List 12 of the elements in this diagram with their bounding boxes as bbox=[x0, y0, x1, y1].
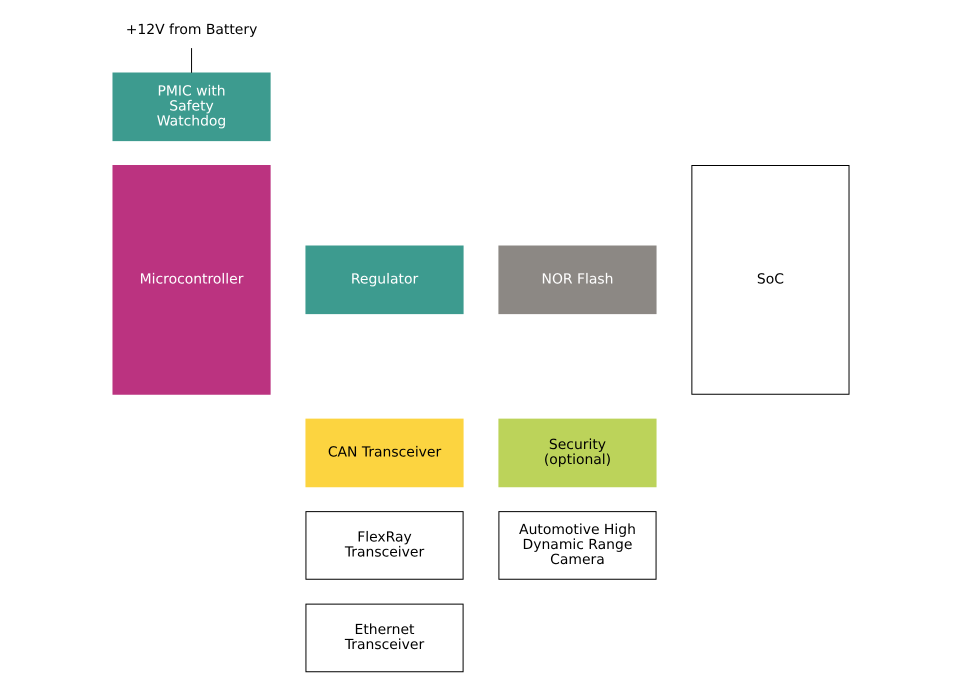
node-box: Automotive High Dynamic Range Camera bbox=[498, 511, 656, 580]
node-box: Regulator bbox=[304, 246, 464, 314]
node-box: Microcontroller bbox=[112, 164, 270, 395]
node-box: Security (optional) bbox=[498, 418, 656, 488]
node-text: +12V from Battery bbox=[125, 22, 257, 38]
node-box: SoC bbox=[690, 164, 850, 395]
node-box: CAN Transceiver bbox=[304, 418, 464, 488]
connector bbox=[190, 48, 192, 74]
node-box: FlexRay Transceiver bbox=[304, 511, 464, 580]
node-box: NOR Flash bbox=[498, 246, 656, 314]
node-box: PMIC with Safety Watchdog bbox=[112, 72, 270, 142]
node-box: Ethernet Transceiver bbox=[304, 604, 464, 672]
